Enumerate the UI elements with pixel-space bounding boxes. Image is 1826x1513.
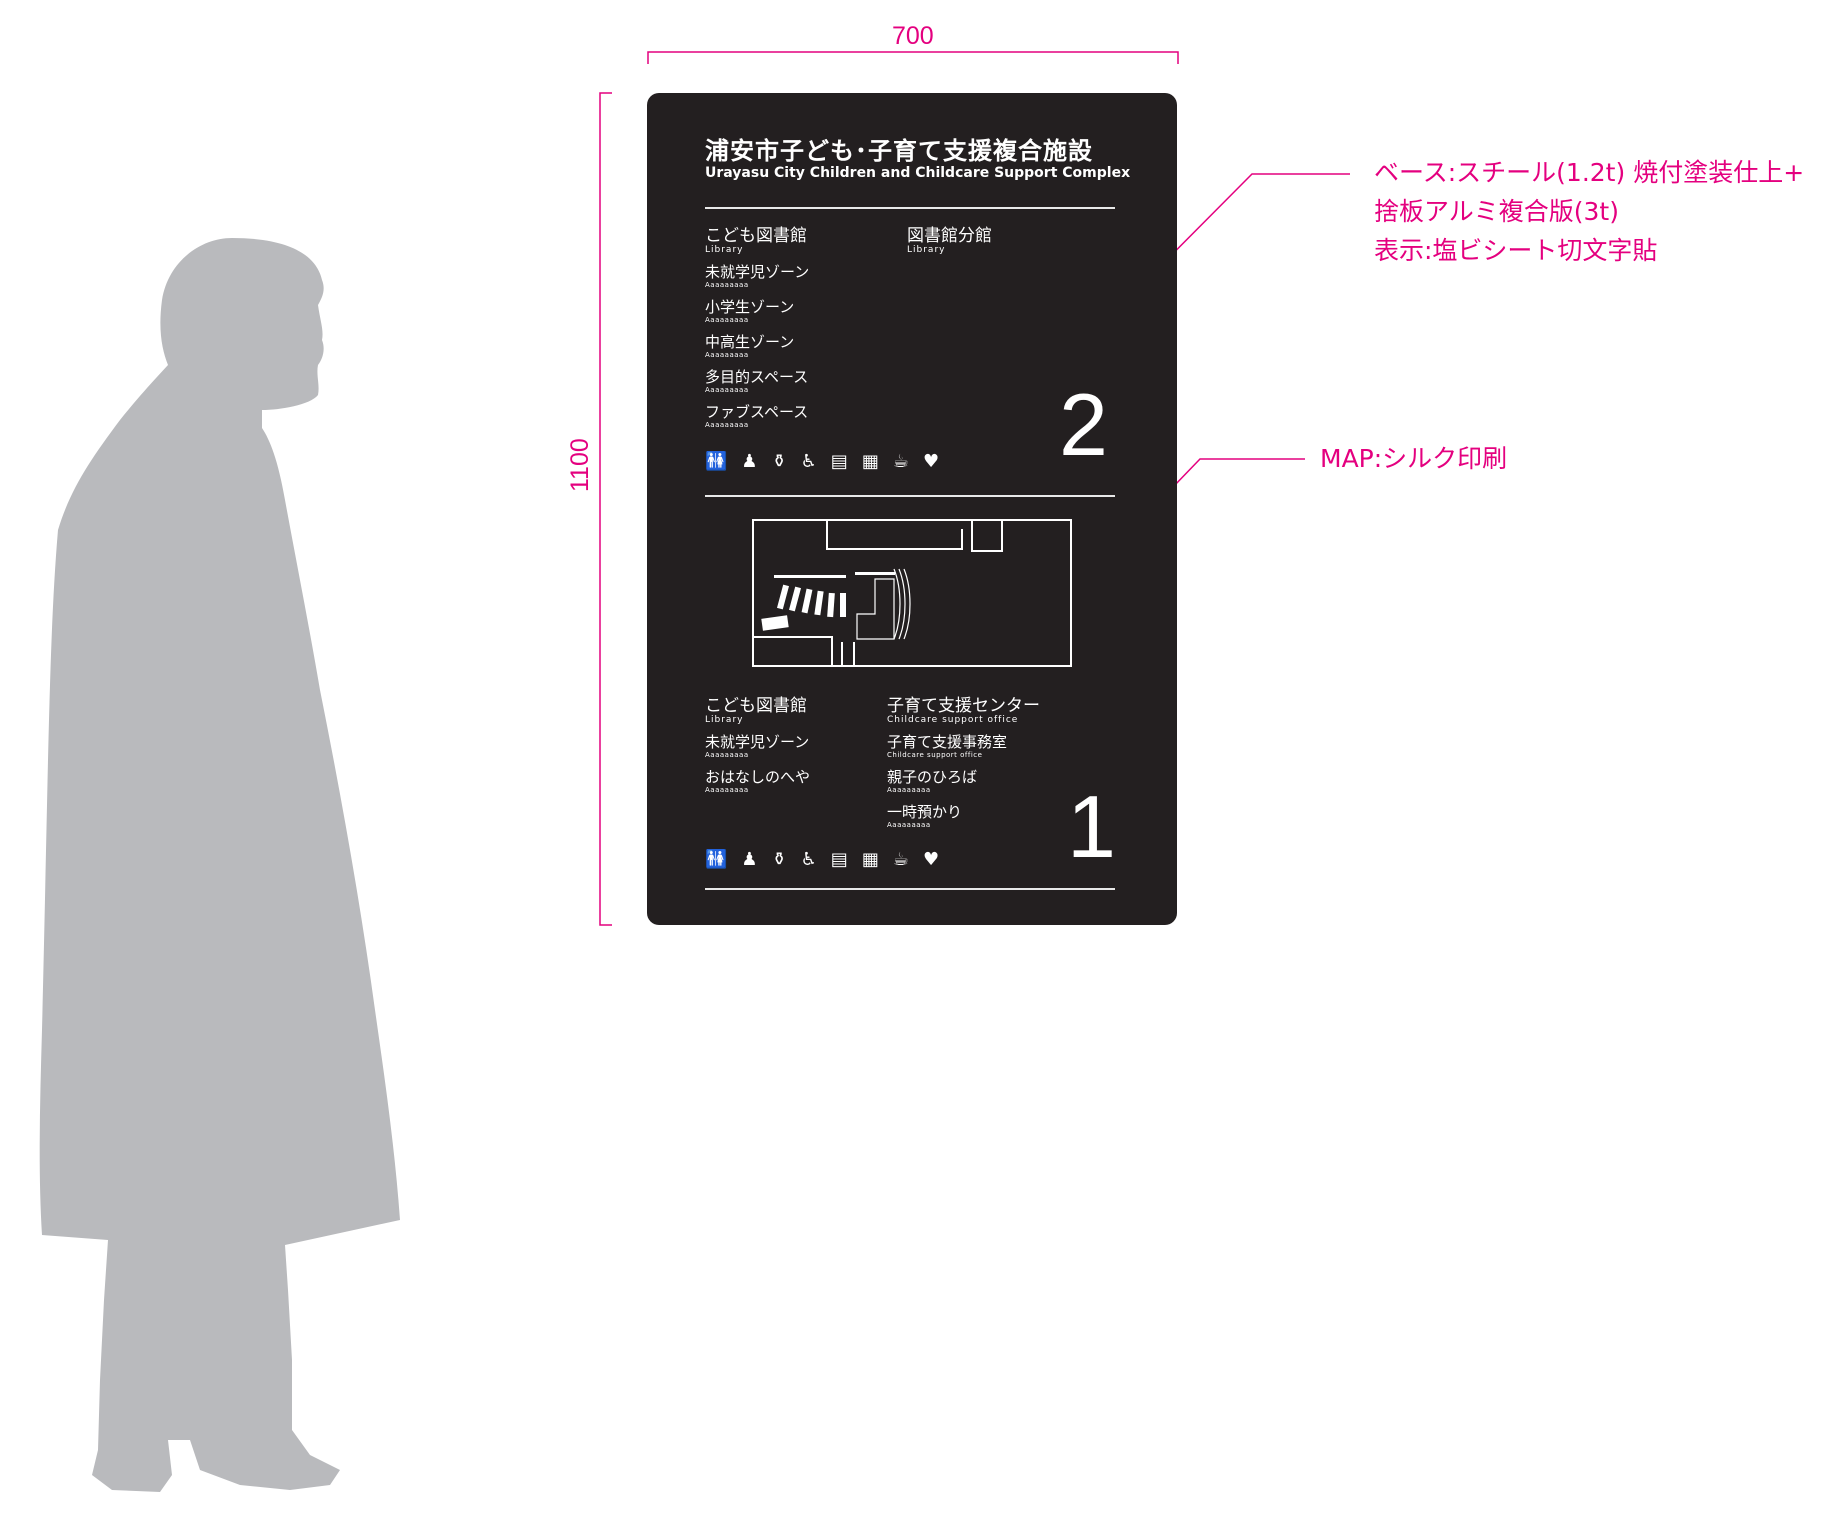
width-dimension-line bbox=[647, 51, 1179, 64]
baby-care-icon: ♟ bbox=[741, 451, 758, 472]
height-dimension-line bbox=[599, 92, 612, 926]
map-spec: MAP:シルク印刷 bbox=[1320, 444, 1508, 473]
map-outline bbox=[752, 519, 1072, 667]
floor2-right-category-sub: Library bbox=[907, 245, 946, 255]
floor1-right-item: 一時預かり bbox=[887, 803, 963, 821]
floor1-facility-icons: 🚻 ♟ ⚱ ♿ ▤ ▦ ☕ ♥ bbox=[705, 849, 939, 871]
floor2-item-sub: Aaaaaaaaa bbox=[705, 281, 749, 289]
locker-icon: ▤ bbox=[830, 451, 848, 472]
floor1-right-category: 子育て支援センター bbox=[887, 696, 1040, 716]
cafe-icon: ☕ bbox=[892, 451, 909, 472]
aed-icon: ♥ bbox=[922, 849, 940, 870]
person-silhouette bbox=[39, 238, 400, 1492]
floor1-right-category-sub: Childcare support office bbox=[887, 715, 1019, 725]
width-label: 700 bbox=[892, 22, 934, 50]
sign-title-en: Urayasu City Children and Childcare Supp… bbox=[705, 165, 1131, 181]
restroom-icon: 🚻 bbox=[705, 451, 728, 472]
floor-map bbox=[752, 519, 1072, 667]
material-spec: ベース:スチール(1.2t) 焼付塗装仕上+ 捨板アルミ複合版(3t) 表示:塩… bbox=[1374, 153, 1804, 270]
floor1-right-item: 子育て支援事務室 bbox=[887, 733, 1008, 751]
floor1-right-item-sub: Aaaaaaaaa bbox=[887, 786, 931, 794]
floor2-item: 中高生ゾーン bbox=[705, 333, 795, 351]
aed-icon: ♥ bbox=[922, 451, 940, 472]
floor1-left-item: 未就学児ゾーン bbox=[705, 733, 810, 751]
floor1-left-category: こども図書館 bbox=[705, 696, 807, 716]
map-stairs bbox=[856, 568, 911, 640]
restroom-icon: 🚻 bbox=[705, 849, 728, 870]
baby-care-icon: ♟ bbox=[741, 849, 758, 870]
floor1-left-item-sub: Aaaaaaaaa bbox=[705, 751, 749, 759]
spec-line: 表示:塩ビシート切文字貼 bbox=[1374, 236, 1658, 265]
divider bbox=[705, 207, 1115, 209]
baby-bottle-icon: ⚱ bbox=[771, 451, 787, 472]
floor2-item-sub: Aaaaaaaaa bbox=[705, 386, 749, 394]
map-bookshelves bbox=[761, 572, 895, 631]
floor1-right-item: 親子のひろば bbox=[887, 768, 978, 786]
locker-icon: ▤ bbox=[830, 849, 848, 870]
divider bbox=[705, 495, 1115, 497]
spec-line: ベース:スチール(1.2t) 焼付塗装仕上+ bbox=[1374, 158, 1805, 187]
floor2-item: 小学生ゾーン bbox=[705, 298, 795, 316]
floor2-right-category: 図書館分館 bbox=[907, 226, 992, 246]
floor2-item-sub: Aaaaaaaaa bbox=[705, 351, 749, 359]
nursing-icon: ♿ bbox=[800, 451, 817, 472]
floor2-item: 未就学児ゾーン bbox=[705, 263, 810, 281]
directory-sign: 浦安市子ども･子育て支援複合施設 Urayasu City Children a… bbox=[647, 93, 1177, 925]
nursing-icon: ♿ bbox=[800, 849, 817, 870]
floor1-right-item-sub: Childcare support office bbox=[887, 751, 983, 759]
reception-icon: ▦ bbox=[861, 451, 879, 472]
floor1-number: 1 bbox=[1067, 777, 1116, 876]
floor2-facility-icons: 🚻 ♟ ⚱ ♿ ▤ ▦ ☕ ♥ bbox=[705, 451, 939, 473]
floor1-left-item: おはなしのへや bbox=[705, 768, 811, 786]
floor2-item-sub: Aaaaaaaaa bbox=[705, 316, 749, 324]
cafe-icon: ☕ bbox=[892, 849, 909, 870]
floor2-item: ファブスペース bbox=[705, 403, 809, 421]
map-room bbox=[753, 636, 833, 666]
floor1-right-item-sub: Aaaaaaaaa bbox=[887, 821, 931, 829]
spec-line: 捨板アルミ複合版(3t) bbox=[1374, 197, 1619, 226]
floor2-left-category-sub: Library bbox=[705, 245, 744, 255]
reception-icon: ▦ bbox=[861, 849, 879, 870]
floor2-item: 多目的スペース bbox=[705, 368, 809, 386]
map-wall bbox=[841, 642, 855, 666]
floor1-left-category-sub: Library bbox=[705, 715, 744, 725]
floor1-left-item-sub: Aaaaaaaaa bbox=[705, 786, 749, 794]
height-label: 1100 bbox=[566, 438, 594, 492]
map-wall bbox=[826, 520, 963, 550]
floor2-item-sub: Aaaaaaaaa bbox=[705, 421, 749, 429]
baby-bottle-icon: ⚱ bbox=[771, 849, 787, 870]
floor2-left-category: こども図書館 bbox=[705, 226, 807, 246]
sign-title-jp: 浦安市子ども･子育て支援複合施設 bbox=[705, 137, 1093, 165]
map-room bbox=[971, 520, 1003, 552]
divider bbox=[705, 888, 1115, 890]
floor2-number: 2 bbox=[1059, 375, 1108, 474]
